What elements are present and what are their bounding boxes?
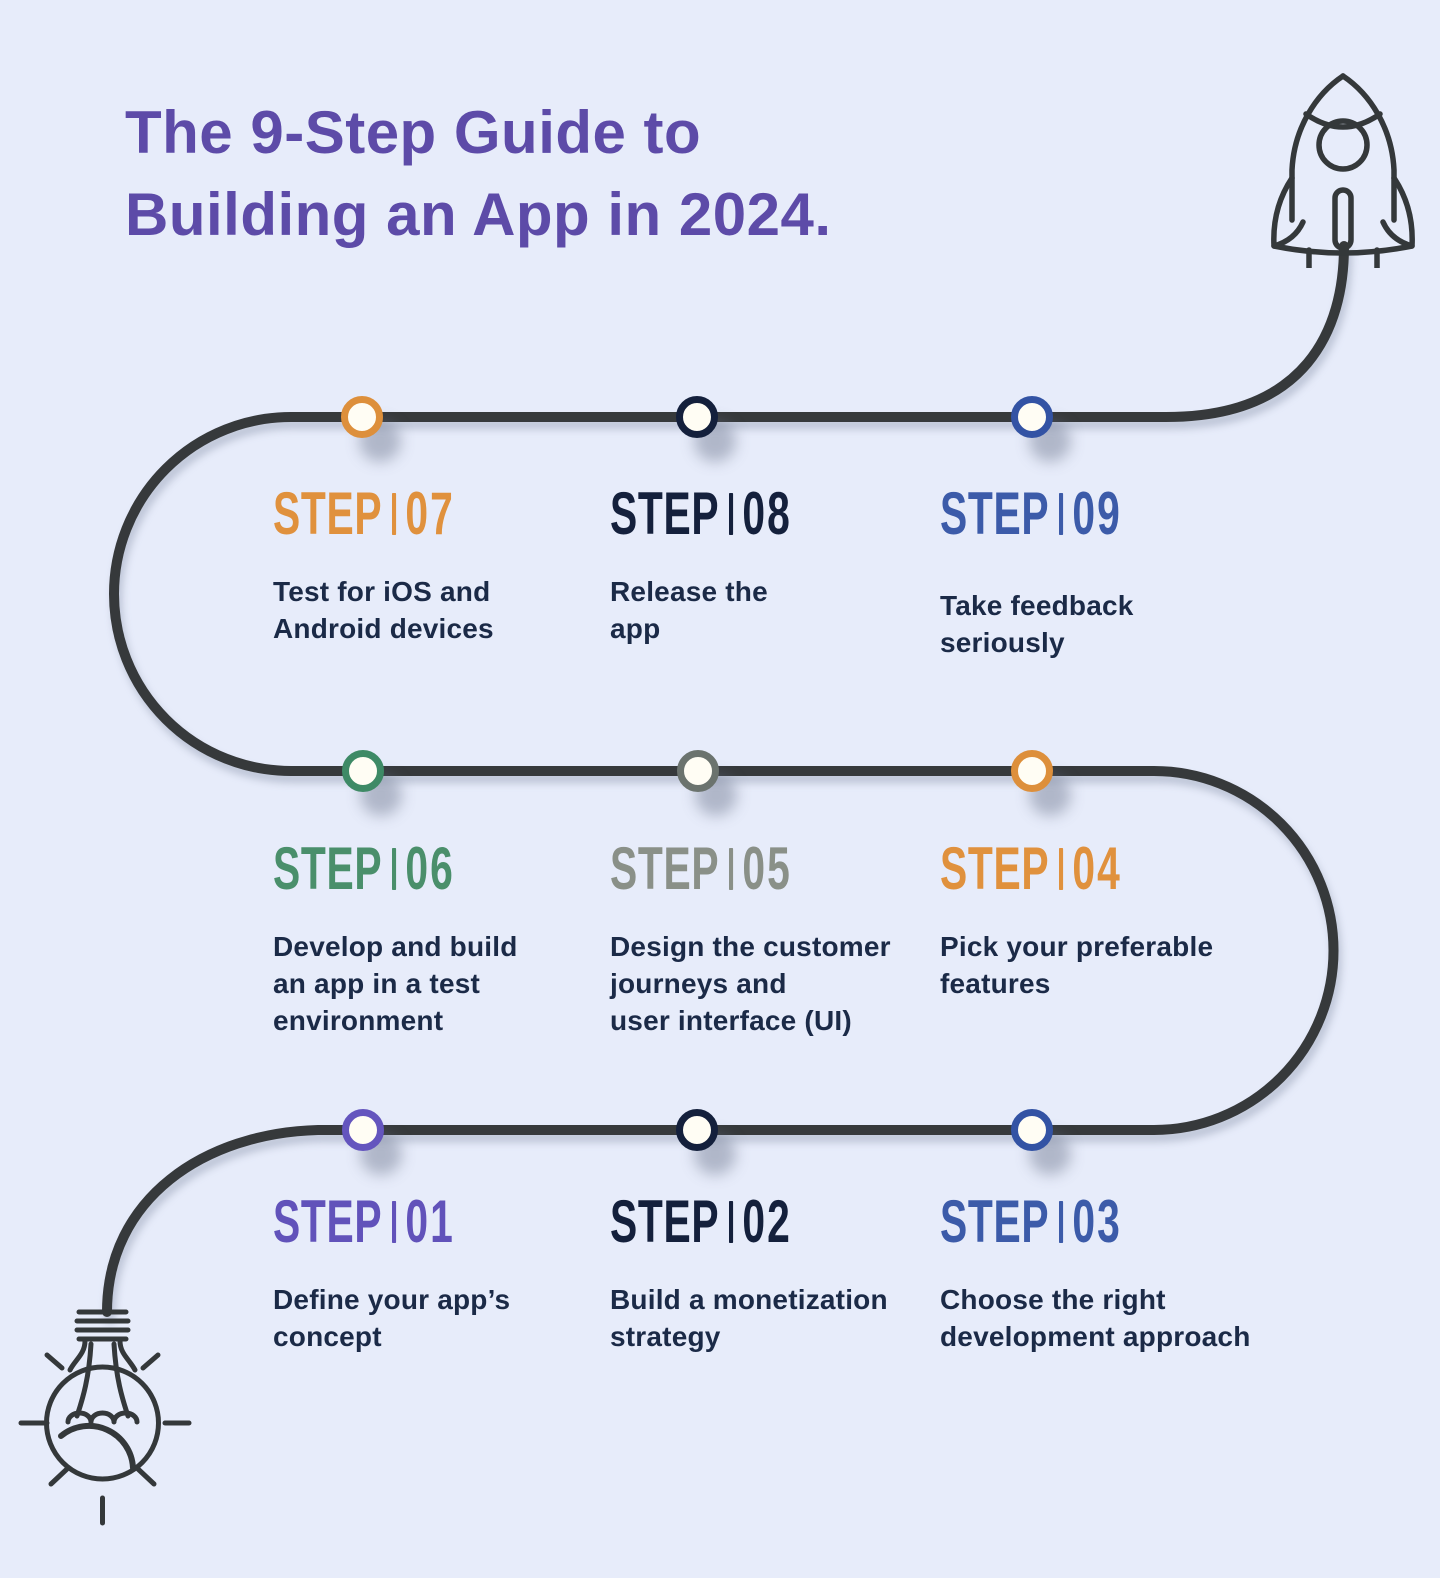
step-word: STEP — [940, 835, 1050, 902]
step-08-heading: STEP 08 — [610, 480, 792, 547]
step-divider-bar — [391, 1201, 396, 1243]
step-08-description: Release the app — [610, 576, 768, 644]
step-number: 07 — [405, 480, 455, 547]
step-04-node — [1011, 750, 1053, 792]
step-02: STEP 02 Build a monetization strategy — [610, 1188, 888, 1355]
step-divider-bar — [728, 493, 733, 535]
step-divider-bar — [728, 848, 733, 890]
journey-path-line — [102, 241, 1349, 1317]
step-03: STEP 03 Choose the right development app… — [940, 1188, 1251, 1355]
step-word: STEP — [610, 480, 720, 547]
step-number: 01 — [405, 1188, 455, 1255]
step-number: 05 — [742, 835, 792, 902]
step-number: 04 — [1072, 835, 1122, 902]
step-divider-bar — [1058, 848, 1063, 890]
step-06-node — [342, 750, 384, 792]
rocket-icon — [1271, 73, 1415, 268]
step-divider-bar — [1058, 1201, 1063, 1243]
step-05-heading: STEP 05 — [610, 835, 792, 902]
step-05: STEP 05 Design the customer journeys and… — [610, 835, 891, 1039]
step-09: STEP 09 Take feedback seriously — [940, 480, 1207, 661]
step-05-description: Design the customer journeys and user in… — [610, 931, 891, 1036]
step-07-heading: STEP 07 — [273, 480, 455, 547]
step-number: 08 — [742, 480, 792, 547]
step-09-description: Take feedback seriously — [940, 590, 1134, 658]
step-word: STEP — [610, 1188, 720, 1255]
step-06-description: Develop and build an app in a test envir… — [273, 931, 518, 1036]
step-04-description: Pick your preferable features — [940, 931, 1214, 999]
step-01-heading: STEP 01 — [273, 1188, 455, 1255]
step-07: STEP 07 Test for iOS and Android devices — [273, 480, 540, 647]
step-01-description: Define your app’s concept — [273, 1284, 511, 1352]
step-divider-bar — [728, 1201, 733, 1243]
step-03-description: Choose the right development approach — [940, 1284, 1251, 1352]
step-number: 03 — [1072, 1188, 1122, 1255]
step-01-node — [342, 1109, 384, 1151]
step-06: STEP 06 Develop and build an app in a te… — [273, 835, 540, 1039]
step-08: STEP 08 Release the app — [610, 480, 877, 647]
step-02-description: Build a monetization strategy — [610, 1284, 888, 1352]
step-03-heading: STEP 03 — [940, 1188, 1122, 1255]
step-06-heading: STEP 06 — [273, 835, 455, 902]
step-divider-bar — [391, 848, 396, 890]
step-03-node — [1011, 1109, 1053, 1151]
step-07-node — [341, 396, 383, 438]
step-09-heading: STEP 09 — [940, 480, 1122, 547]
step-word: STEP — [273, 1188, 383, 1255]
step-04-heading: STEP 04 — [940, 835, 1122, 902]
lightbulb-icon — [18, 1309, 192, 1526]
step-02-heading: STEP 02 — [610, 1188, 792, 1255]
step-number: 02 — [742, 1188, 792, 1255]
step-word: STEP — [940, 1188, 1050, 1255]
step-08-node — [676, 396, 718, 438]
step-divider-bar — [391, 493, 396, 535]
step-01: STEP 01 Define your app’s concept — [273, 1188, 540, 1355]
step-word: STEP — [610, 835, 720, 902]
step-05-node — [677, 750, 719, 792]
step-04: STEP 04 Pick your preferable features — [940, 835, 1214, 1002]
step-07-description: Test for iOS and Android devices — [273, 576, 494, 644]
step-02-node — [676, 1109, 718, 1151]
step-number: 06 — [405, 835, 455, 902]
step-09-node — [1011, 396, 1053, 438]
step-divider-bar — [1058, 493, 1063, 535]
step-word: STEP — [273, 480, 383, 547]
step-number: 09 — [1072, 480, 1122, 547]
page-title: The 9-Step Guide to Building an App in 2… — [125, 99, 832, 248]
step-word: STEP — [940, 480, 1050, 547]
step-word: STEP — [273, 835, 383, 902]
